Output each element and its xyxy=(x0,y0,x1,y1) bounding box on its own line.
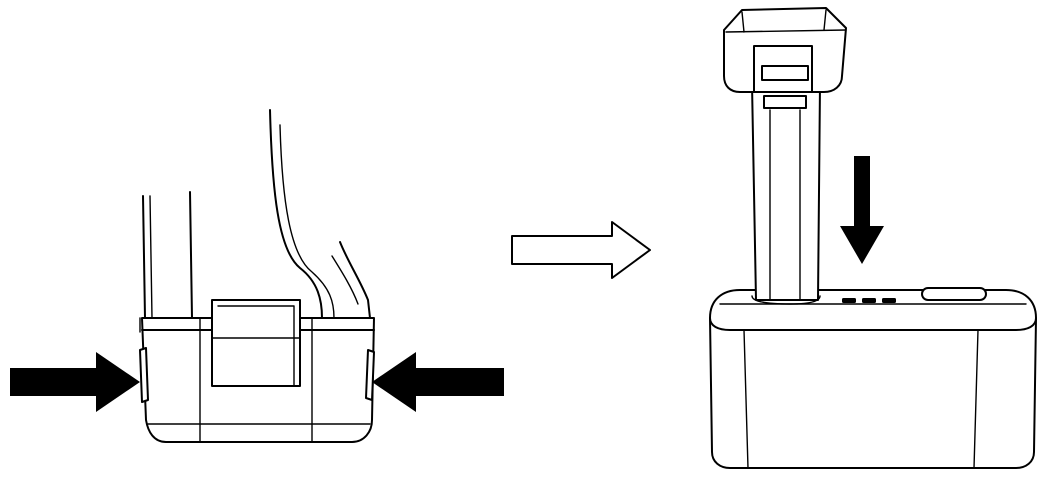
panel-insert-into-charger xyxy=(709,7,1037,469)
dock-display xyxy=(921,287,987,301)
arrow-left-icon xyxy=(372,352,504,412)
release-button-right xyxy=(365,349,375,401)
arrow-down-icon xyxy=(840,156,884,264)
panel-remove-battery xyxy=(10,109,504,443)
release-button-left xyxy=(139,347,149,403)
battery-pack xyxy=(139,299,375,443)
arrow-right-icon xyxy=(10,352,140,412)
battery-pack xyxy=(723,7,847,301)
device-handle xyxy=(142,109,371,319)
outline-arrow-right-icon xyxy=(511,221,651,279)
indicator-lights xyxy=(842,298,896,303)
charging-dock xyxy=(709,289,1037,469)
